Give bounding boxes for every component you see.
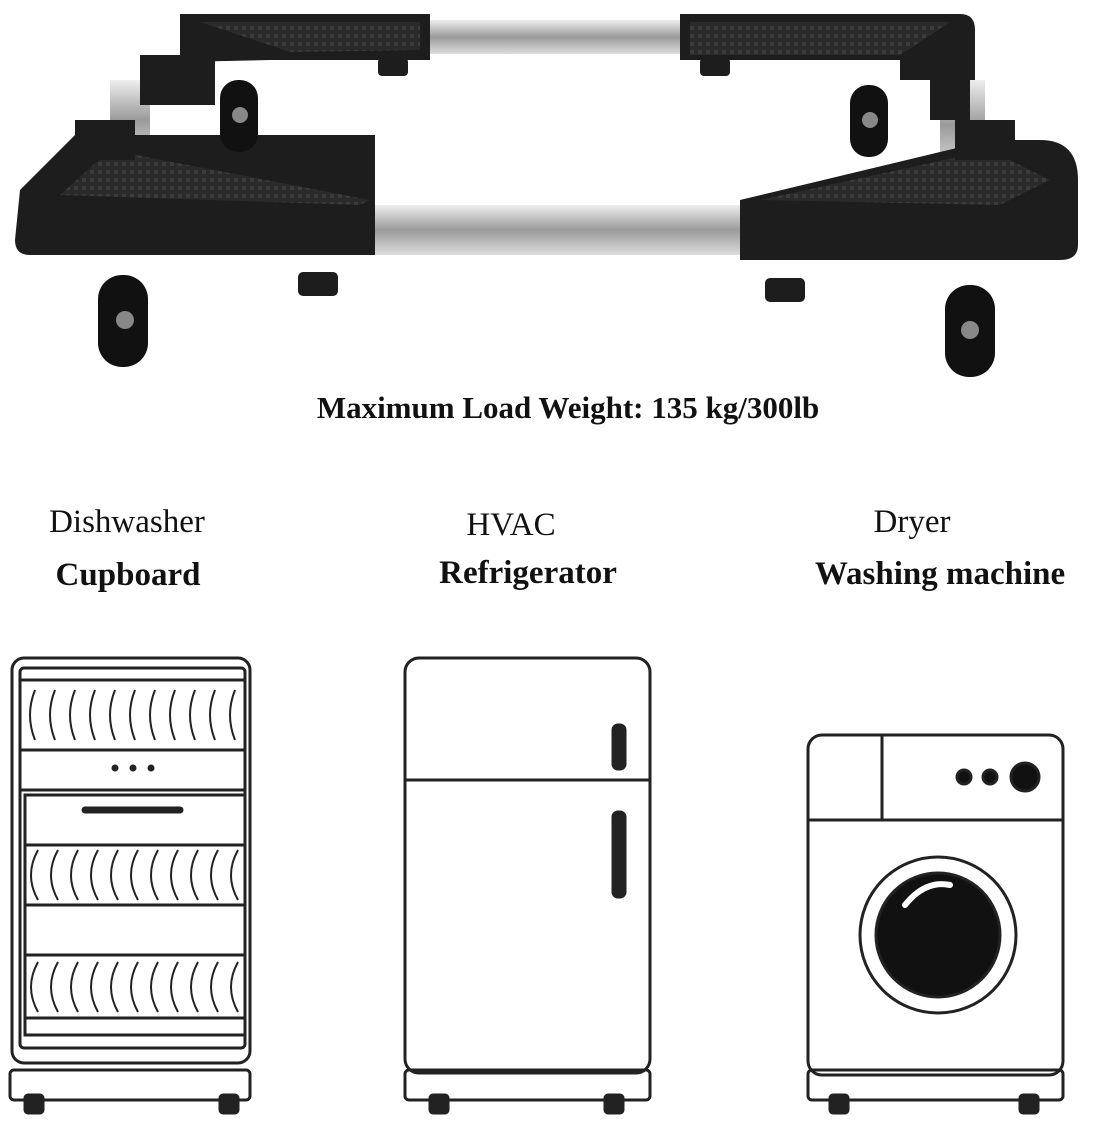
label-washing-machine: Washing machine xyxy=(814,556,1066,592)
label-dryer: Dryer xyxy=(873,504,951,540)
dishwasher-cupboard-drawing xyxy=(8,656,252,1115)
label-dishwasher: Dishwasher xyxy=(49,504,205,540)
washing-machine-drawing xyxy=(806,733,1065,1115)
label-cupboard: Cupboard xyxy=(55,557,201,593)
caster-wheel xyxy=(850,85,888,157)
label-refrigerator: Refrigerator xyxy=(439,555,617,591)
mobile-base-stand xyxy=(15,14,1078,377)
refrigerator-drawing xyxy=(403,656,652,1115)
caster-wheel xyxy=(98,275,148,367)
label-hvac: HVAC xyxy=(466,507,556,543)
caster-wheel xyxy=(220,80,258,152)
max-load-headline: Maximum Load Weight: 135 kg/300lb xyxy=(316,390,820,425)
caster-wheel xyxy=(945,285,995,377)
